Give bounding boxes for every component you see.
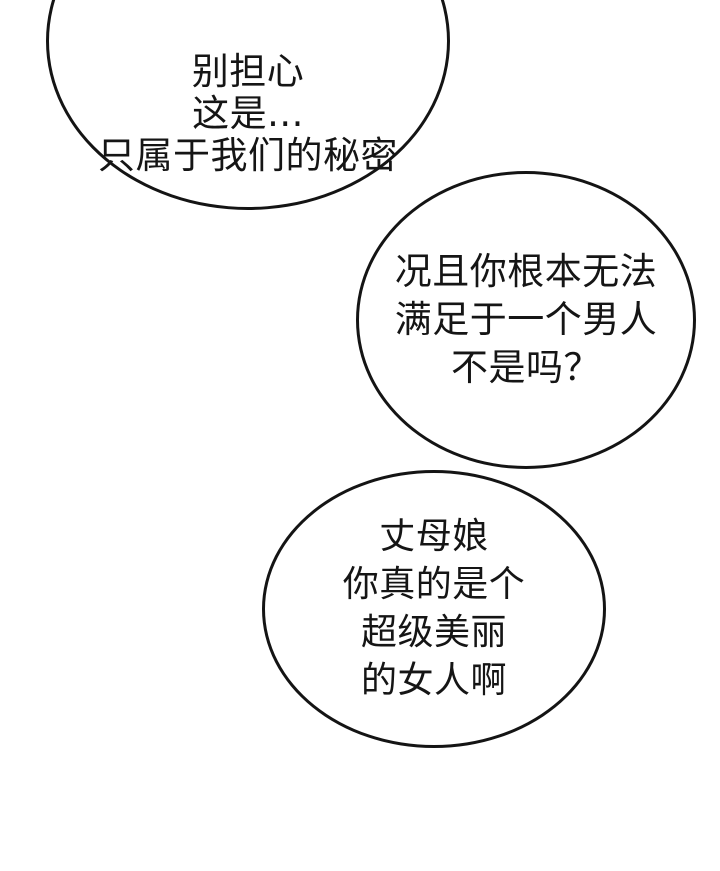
speech-bubble-3-line-1: 丈母娘 — [379, 516, 489, 557]
speech-bubble-1-line-3: 只属于我们的秘密 — [98, 134, 398, 177]
speech-bubble-3-line-2: 你真的是个 — [342, 564, 526, 605]
speech-bubble-3-line-4: 的女人啊 — [360, 660, 507, 701]
speech-bubble-1-text: 别担心 这是... 只属于我们的秘密 — [49, 51, 447, 177]
speech-bubble-2-line-1: 况且你根本无法 — [394, 250, 658, 293]
speech-bubble-1-line-1: 别担心 — [191, 50, 305, 93]
speech-bubble-2: 况且你根本无法 满足于一个男人 不是吗？ — [356, 171, 696, 469]
speech-bubble-1-line-2: 这是... — [192, 92, 304, 135]
speech-bubble-3: 丈母娘 你真的是个 超级美丽 的女人啊 — [262, 470, 606, 748]
speech-bubble-3-line-3: 超级美丽 — [360, 612, 507, 653]
speech-bubble-2-line-2: 满足于一个男人 — [394, 298, 658, 341]
speech-bubble-1: 别担心 这是... 只属于我们的秘密 — [46, 0, 450, 210]
speech-bubble-2-line-3: 不是吗？ — [451, 346, 601, 389]
